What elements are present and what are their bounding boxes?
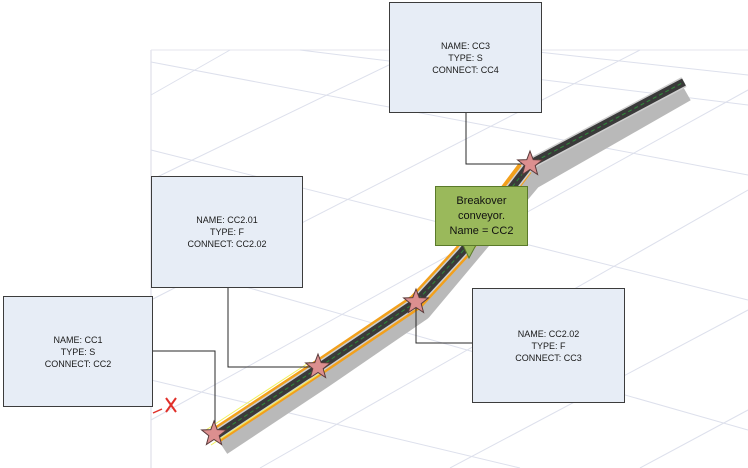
callout-cc2-01: NAME: CC2.01 TYPE: F CONNECT: CC2.02: [151, 176, 303, 288]
conveyor-selection-outline-top: [205, 361, 311, 431]
callout-name: NAME: CC3: [440, 40, 490, 51]
star-icon: [516, 149, 544, 176]
leader-lines: [153, 113, 530, 434]
station-markers: [200, 149, 544, 446]
callout-cc2-02: NAME: CC2.02 TYPE: F CONNECT: CC3: [472, 288, 625, 403]
callout-name: NAME: CC2.02: [517, 328, 580, 339]
callout-cc3: NAME: CC3 TYPE: S CONNECT: CC4: [389, 2, 542, 113]
star-icon: [200, 419, 228, 446]
note-line: conveyor.: [457, 209, 506, 222]
callout-type: TYPE: F: [531, 340, 566, 351]
callout-type: TYPE: S: [448, 52, 483, 63]
conveyor-selection-outline: [210, 369, 326, 446]
callout-connect: CONNECT: CC3: [515, 352, 582, 363]
callout-connect: CONNECT: CC2.02: [187, 239, 267, 249]
x-axis-icon: [152, 397, 177, 414]
leader-cc1: [153, 350, 216, 434]
leader-cc202: [415, 302, 472, 344]
star-icon: [402, 287, 430, 314]
leader-cc201: [227, 288, 318, 368]
callout-connect: CONNECT: CC2: [44, 358, 112, 369]
callout-cc1: NAME: CC1 TYPE: S CONNECT: CC2: [3, 296, 153, 407]
note-line: Name = CC2: [449, 224, 514, 237]
callout-name: NAME: CC2.01: [196, 215, 258, 225]
callout-type: TYPE: F: [209, 227, 244, 237]
callout-name: NAME: CC1: [53, 334, 103, 345]
breakover-note: Breakover conveyor. Name = CC2: [435, 186, 528, 246]
star-icon: [304, 352, 332, 379]
note-line: Breakover: [456, 194, 507, 207]
conveyor-centerline: [214, 81, 685, 437]
leader-cc3: [465, 113, 530, 165]
callout-type: TYPE: S: [60, 346, 96, 357]
callout-connect: CONNECT: CC4: [432, 64, 499, 75]
